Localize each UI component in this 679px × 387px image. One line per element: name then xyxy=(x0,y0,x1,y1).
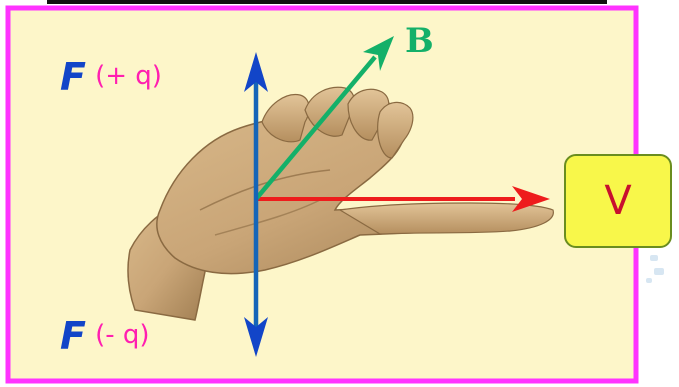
force-symbol-bottom: F xyxy=(60,314,86,358)
top-rule-line xyxy=(47,0,607,4)
force-symbol-top: F xyxy=(60,55,86,99)
force-negative-label: F (- q) xyxy=(60,317,150,355)
negative-charge-text: (- q) xyxy=(95,320,149,350)
faint-watermark-marks xyxy=(646,255,664,283)
velocity-label-box: V xyxy=(564,154,672,248)
velocity-label: V xyxy=(604,178,631,224)
magnetic-field-label: B xyxy=(405,24,434,58)
positive-charge-text: (+ q) xyxy=(95,61,162,91)
force-positive-label: F (+ q) xyxy=(60,58,162,96)
